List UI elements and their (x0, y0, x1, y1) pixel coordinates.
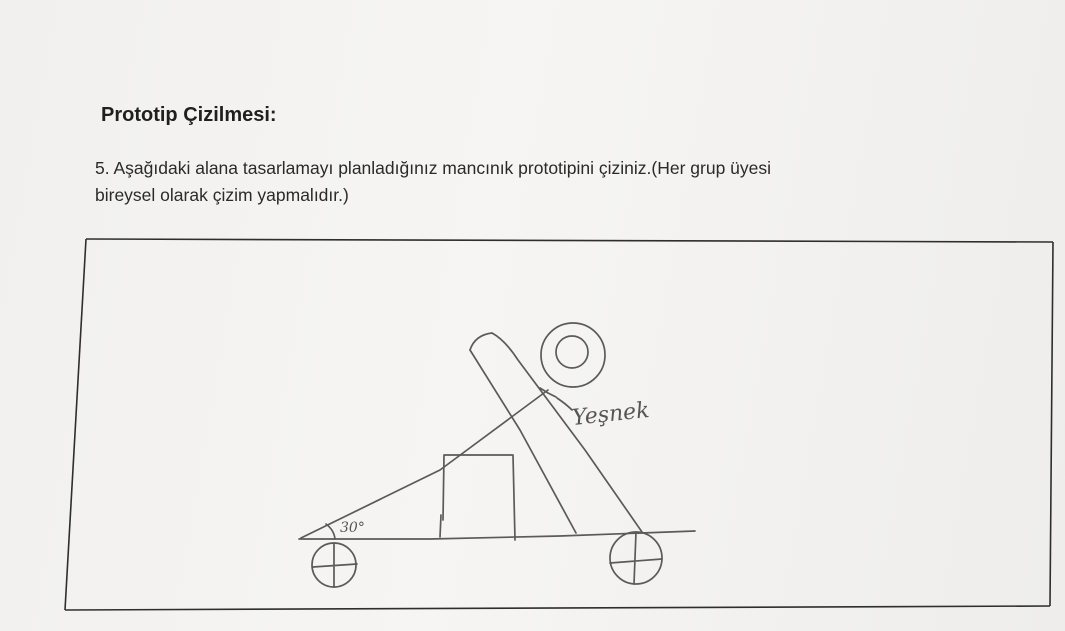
answer-box (64, 238, 1054, 611)
part-label: Yeşnek (571, 398, 651, 431)
sketch-block (439, 454, 516, 541)
question-line-1: 5. Aşağıdaki alana tasarlamayı planladığ… (95, 158, 772, 178)
sketch-angle-arc (325, 523, 336, 540)
sketch-pointer (556, 397, 573, 411)
sketch-pivot (539, 387, 557, 398)
question-text: 5. Aşağıdaki alana tasarlamayı planladığ… (95, 155, 995, 209)
sketch-right-wheel-cross (609, 531, 663, 585)
sketch-arm-inner (469, 349, 577, 534)
sketch-ball-inner (555, 335, 589, 369)
section-title: Prototip Çizilmesi: (101, 104, 277, 126)
catapult-sketch (298, 322, 696, 588)
sketch-left-wheel-cross (312, 542, 358, 588)
sketch-ball-outer (540, 322, 606, 388)
angle-label: 30° (340, 520, 365, 536)
question-line-2: bireysel olarak çizim yapmalıdır.) (95, 185, 349, 205)
sketch-arm (469, 332, 643, 533)
sketch-diagonal-support (300, 389, 549, 539)
